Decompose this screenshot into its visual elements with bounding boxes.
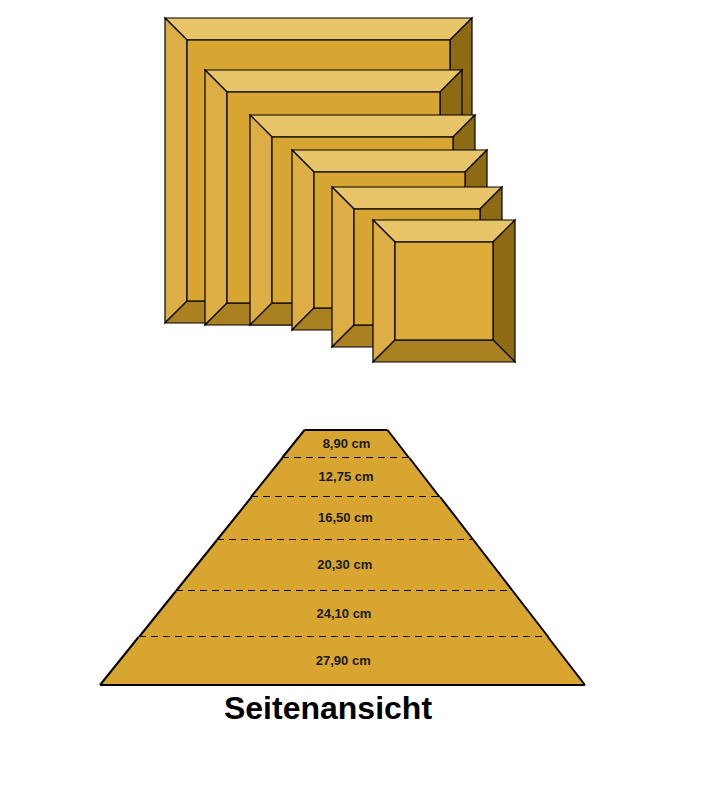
view-title: Seitenansicht	[224, 690, 432, 727]
tray	[332, 187, 502, 347]
tray-bevel	[250, 115, 272, 325]
pyramid-band: 27,90 cm	[100, 637, 585, 685]
dimension-label: 16,50 cm	[318, 510, 373, 525]
side-edge	[410, 458, 440, 497]
tray-bevel	[373, 340, 515, 362]
pyramid-band: 24,10 cm	[139, 591, 548, 637]
side-edge	[512, 591, 548, 637]
band-fill	[251, 458, 440, 497]
side-edge	[251, 458, 282, 497]
band-fill	[217, 497, 473, 540]
dimension-label: 12,75 cm	[319, 469, 374, 484]
base-edge	[100, 684, 585, 686]
side-edge	[282, 430, 305, 458]
tray-bevel	[332, 187, 354, 347]
dimension-label: 8,90 cm	[323, 436, 371, 451]
tray-bevel	[292, 150, 487, 172]
side-edge	[440, 497, 473, 540]
tray-bevel	[165, 18, 187, 323]
side-edge	[217, 497, 252, 540]
dimension-label: 20,30 cm	[317, 557, 372, 572]
pyramid-band: 16,50 cm	[217, 497, 473, 540]
side-edge	[139, 591, 176, 637]
side-edge	[548, 637, 585, 685]
tray-bevel	[373, 220, 515, 242]
tray-floor	[395, 242, 493, 340]
tray-bevel	[205, 70, 462, 92]
pyramid-band: 12,75 cm	[251, 458, 440, 497]
tray-bevel	[292, 150, 314, 330]
pyramid-band: 8,90 cm	[282, 430, 409, 458]
band-fill	[100, 637, 585, 685]
side-edge	[473, 540, 512, 591]
dimension-label: 24,10 cm	[316, 606, 371, 621]
top-edge	[305, 429, 388, 431]
band-fill	[139, 591, 548, 637]
dimension-label: 27,90 cm	[316, 653, 371, 668]
tray-bevel	[250, 115, 475, 137]
tray-bevel	[332, 187, 502, 209]
side-edge	[100, 637, 139, 685]
band-fill	[282, 430, 409, 458]
side-edge	[176, 540, 217, 591]
tray-bevel	[165, 18, 472, 40]
tray-bevel	[373, 220, 395, 362]
pyramid-band: 20,30 cm	[176, 540, 513, 591]
tray	[373, 220, 515, 362]
side-edge	[388, 430, 410, 458]
tray-bevel	[493, 220, 515, 362]
band-fill	[176, 540, 513, 591]
tray-bevel	[205, 70, 227, 325]
